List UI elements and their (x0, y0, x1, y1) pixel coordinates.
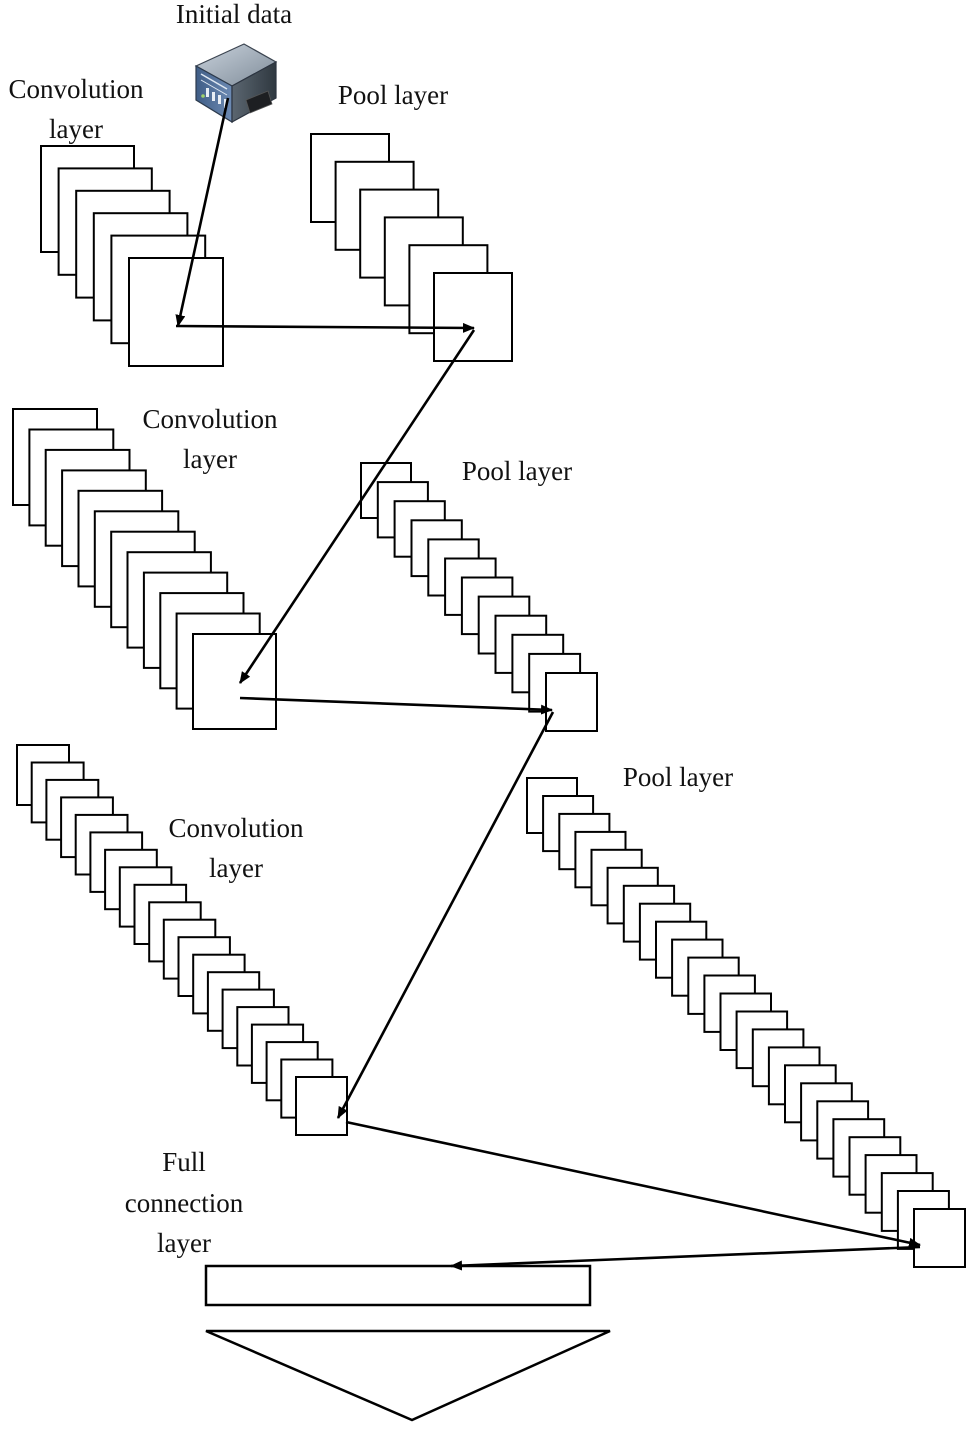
convolution-layer-1-label-line2: layer (49, 114, 103, 144)
initial-data-label: Initial data (176, 0, 292, 29)
feature-map (913, 1208, 966, 1268)
convolution-layer-1-stack (40, 145, 224, 367)
convolution-layer-3-label-line2: layer (209, 853, 263, 883)
pool-layer-3-label: Pool layer (623, 762, 733, 792)
pool-layer-2-stack (360, 462, 598, 732)
convolution-layer-3-label-line1: Convolution (168, 813, 304, 843)
convolution-layer-1-label-line1: Convolution (8, 74, 144, 104)
server-icon (194, 43, 278, 124)
full-connection-layer-label-line3: layer (157, 1228, 211, 1258)
pool-layer-3-stack (526, 777, 966, 1268)
flow-arrow-pool2-to-conv3 (336, 711, 555, 1119)
flow-arrow-conv3-to-pool3 (345, 1120, 921, 1248)
feature-map (295, 1076, 348, 1136)
pool-layer-1-stack (310, 133, 513, 362)
flow-arrow-input-to-conv1 (175, 97, 230, 327)
flow-arrow-pool1-to-conv2 (238, 329, 476, 684)
convolution-layer-2-label-line2: layer (183, 444, 237, 474)
full-connection-bar (204, 1264, 592, 1307)
full-connection-layer-label-line1: Full (162, 1147, 206, 1177)
pool-layer-1-label: Pool layer (338, 80, 448, 110)
flow-arrow-conv1-to-pool1 (175, 322, 475, 333)
convolution-layer-2-label-line1: Convolution (142, 404, 278, 434)
flow-arrow-pool3-to-full-connection (450, 1245, 921, 1271)
output-triangle (205, 1329, 611, 1422)
full-connection-layer-label-line2: connection (125, 1188, 244, 1218)
convolution-layer-2-stack (12, 408, 277, 730)
convolution-layer-3-stack (16, 744, 348, 1136)
pool-layer-2-label: Pool layer (462, 456, 572, 486)
flow-arrow-conv2-to-pool2 (239, 696, 553, 715)
feature-map (433, 272, 513, 362)
feature-map (128, 257, 224, 367)
feature-map (545, 672, 598, 732)
